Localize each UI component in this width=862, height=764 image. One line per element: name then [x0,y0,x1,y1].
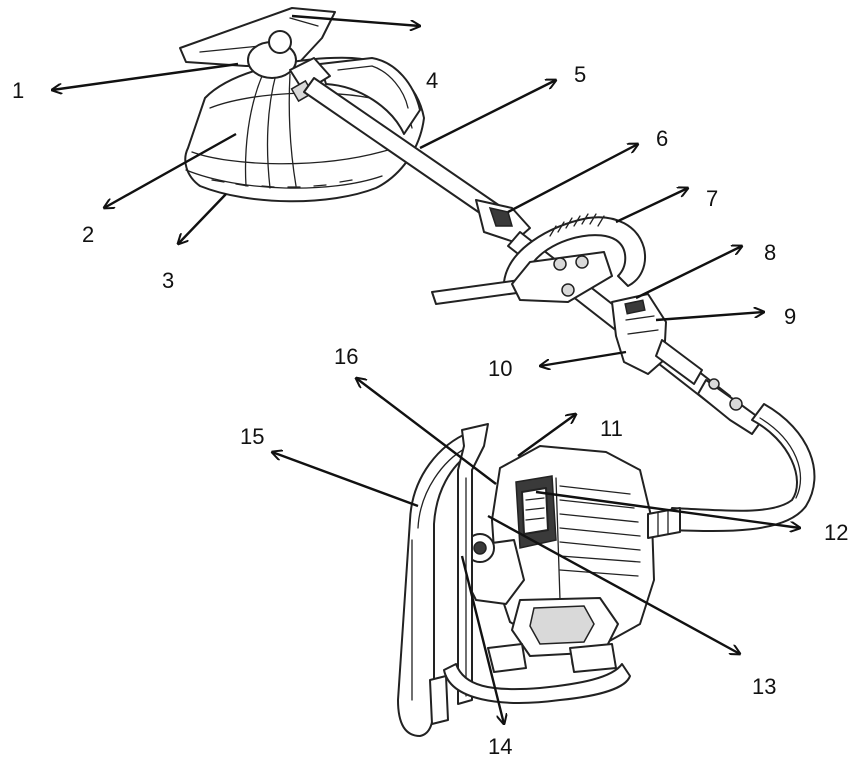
cutting-head-illustration [179,7,425,203]
throttle-control-illustration [611,293,763,435]
arrow-8 [635,246,742,300]
part-labels: 1 2 3 4 5 6 7 8 9 10 11 12 13 14 15 16 [12,62,848,759]
label-8: 8 [764,240,776,265]
arrow-16 [356,378,497,485]
back-pad [397,431,473,737]
arrow-1 [52,62,239,90]
label-12: 12 [824,520,848,545]
cutting-blade [179,7,336,67]
throttle-housing [611,293,667,375]
loop-handle [503,216,646,291]
handle-illustration [431,213,646,305]
label-6: 6 [656,126,668,151]
arrow-2 [104,132,237,208]
label-4: 4 [426,68,438,93]
leader-arrows [52,14,800,724]
label-15: 15 [240,424,264,449]
label-11: 11 [600,416,623,441]
label-7: 7 [706,186,718,211]
arrow-7 [615,188,688,224]
arrow-10 [540,350,627,366]
arrow-9 [655,312,764,322]
label-3: 3 [162,268,174,293]
label-10: 10 [488,356,512,381]
label-14: 14 [488,734,512,759]
arrow-5 [419,80,556,150]
arrow-11 [517,414,576,457]
label-9: 9 [784,304,796,329]
arrow-13 [487,514,740,654]
engine-illustration [461,445,681,657]
label-16: 16 [334,344,358,369]
arrow-14 [460,555,504,724]
label-5: 5 [574,62,586,87]
label-1: 1 [12,78,24,103]
arrow-3 [178,193,227,244]
base-frame [443,663,631,704]
backpack-frame-illustration [397,423,631,737]
arrow-blade [291,14,420,26]
arrow-12 [535,490,800,528]
label-13: 13 [752,674,776,699]
arrow-6 [507,144,638,214]
arrow-15 [272,452,419,508]
label-2: 2 [82,222,94,247]
